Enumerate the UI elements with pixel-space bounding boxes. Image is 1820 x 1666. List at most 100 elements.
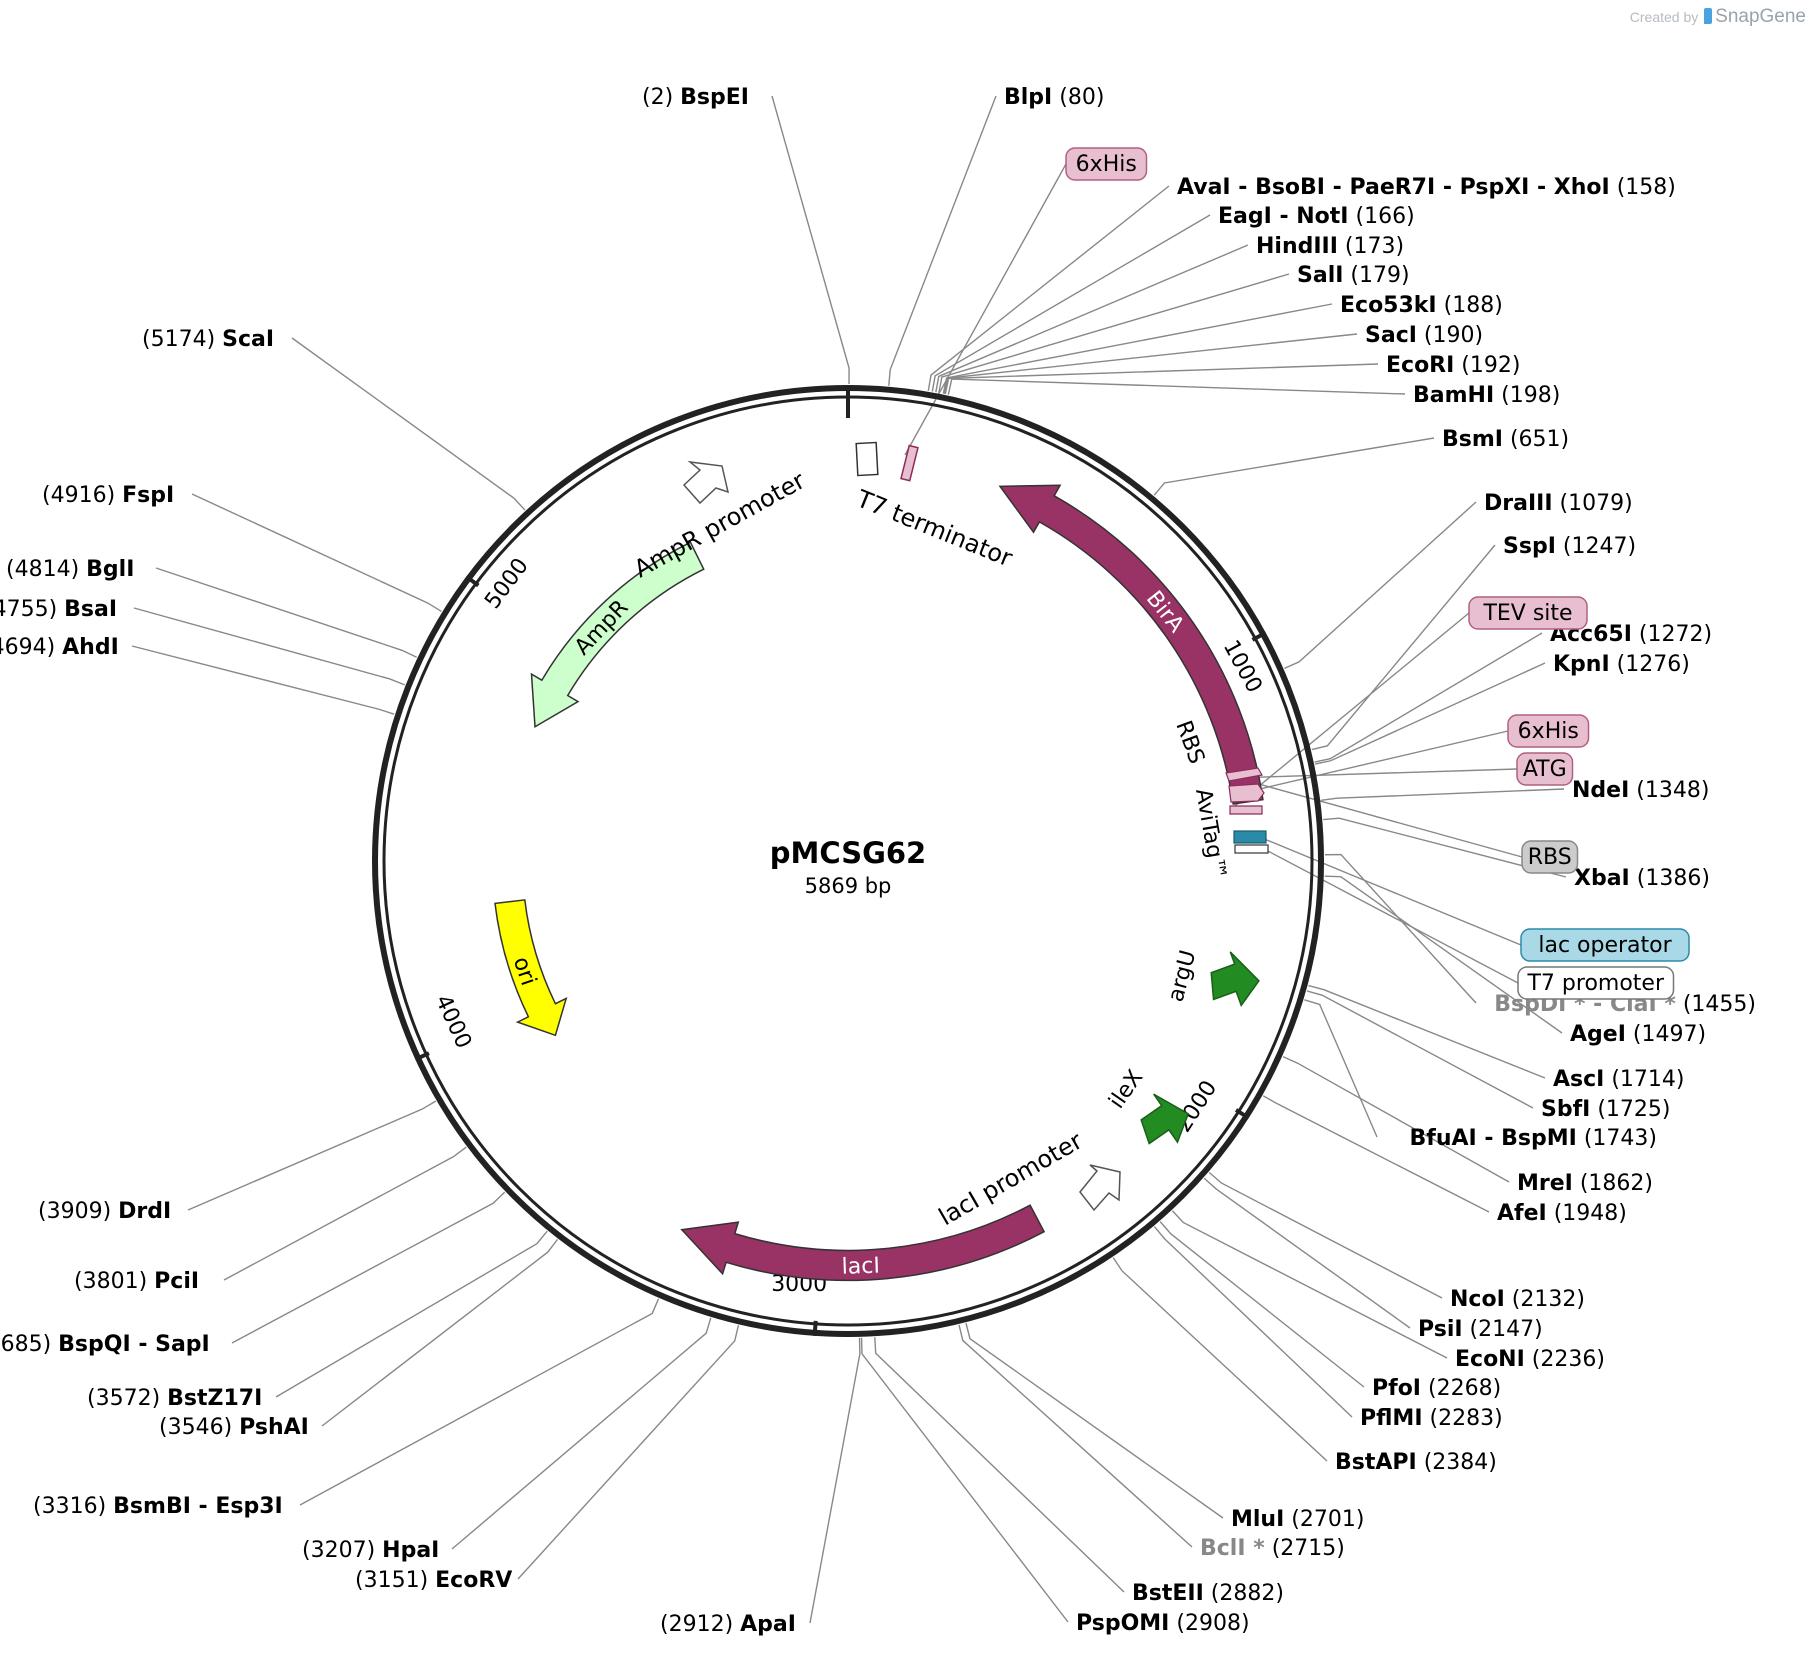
site-name: NdeI	[1572, 778, 1629, 803]
site-position: (1272)	[1632, 622, 1712, 647]
tag-label-box	[1507, 714, 1590, 748]
restriction-site-label: EcoNI (2236)	[1455, 1347, 1605, 1372]
plasmid-name: pMCSG62	[770, 836, 926, 870]
site-position: (5174)	[142, 327, 222, 352]
restriction-site-label: (3572) BstZ17I	[87, 1386, 262, 1411]
site-leader-line	[191, 493, 442, 613]
site-name: AscI	[1553, 1067, 1604, 1092]
restriction-site-label: MreI (1862)	[1517, 1171, 1653, 1196]
t7-terminator-label: T7 terminator	[852, 484, 1017, 572]
tag-leader-line	[1261, 837, 1522, 946]
site-leader-line	[1314, 662, 1546, 765]
site-name: BsmBI - Esp3I	[113, 1494, 283, 1519]
tag-leader-line	[904, 163, 1067, 456]
site-name: HindIII	[1256, 234, 1338, 259]
created-by-text: Created by	[1629, 9, 1699, 25]
site-position: (1276)	[1610, 652, 1690, 677]
tag-label-box	[1521, 840, 1579, 874]
site-leader-line	[1311, 544, 1496, 751]
site-position: (1247)	[1556, 534, 1636, 559]
ampr-arrow	[530, 541, 705, 729]
site-name: SspI	[1503, 534, 1556, 559]
site-position: (2384)	[1417, 1450, 1497, 1475]
site-name: EcoRV	[435, 1568, 512, 1593]
site-position: (3572)	[87, 1386, 167, 1411]
restriction-site-label: PfoI (2268)	[1372, 1376, 1501, 1401]
t7-promoter-box	[1234, 844, 1269, 854]
restriction-site-label: PflMI (2283)	[1360, 1406, 1503, 1431]
site-name: MreI	[1517, 1171, 1573, 1196]
restriction-site-label: (3801) PciI	[74, 1269, 199, 1294]
restriction-site-label: BlpI (80)	[1004, 85, 1104, 110]
site-position: (3316)	[33, 1494, 113, 1519]
tag-leader-line	[1233, 730, 1509, 796]
site-name: AfeI	[1497, 1201, 1547, 1226]
tick-label: 4000	[430, 991, 476, 1052]
restriction-site-label: AscI (1714)	[1553, 1067, 1685, 1092]
site-leader-line	[860, 1337, 1069, 1623]
site-name: FspI	[122, 483, 174, 508]
site-position: (3151)	[355, 1568, 435, 1593]
site-leader-line	[1159, 1221, 1365, 1388]
t7-terminator-box	[855, 441, 879, 477]
site-name: MluI	[1231, 1507, 1284, 1532]
restriction-site-label: (5174) ScaI	[142, 327, 274, 352]
site-name: BclI *	[1200, 1536, 1265, 1561]
site-leader-line	[131, 645, 395, 715]
site-name: EcoNI	[1455, 1347, 1525, 1372]
site-position: (2236)	[1525, 1347, 1605, 1372]
tick-mark	[1234, 1108, 1250, 1120]
site-leader-line	[1314, 632, 1543, 763]
restriction-site-label: BfuAI - BspMI (1743)	[1409, 1126, 1657, 1151]
site-position: (1455)	[1676, 992, 1756, 1017]
site-name: PshAI	[239, 1415, 309, 1440]
ilex-arrow	[1140, 1093, 1190, 1145]
site-leader-line	[935, 244, 1249, 393]
restriction-site-label: PspOMI (2908)	[1076, 1611, 1250, 1636]
site-position: (2268)	[1421, 1376, 1501, 1401]
site-leader-line	[1171, 1210, 1448, 1359]
site-leader-line	[1306, 990, 1534, 1109]
restriction-site-label: (3151) EcoRV	[355, 1568, 512, 1593]
tag-label-text: T7 promoter	[1526, 971, 1664, 996]
snapgene-logo-icon	[1704, 8, 1713, 24]
tev-site-box	[1229, 805, 1263, 815]
tick-mark	[465, 574, 480, 588]
restriction-site-label: EcoRI (192)	[1386, 353, 1520, 378]
tag-leader-line	[1231, 768, 1518, 779]
site-position: (1948)	[1547, 1201, 1627, 1226]
restriction-site-label: AgeI (1497)	[1570, 1022, 1706, 1047]
site-position: (1386)	[1630, 866, 1710, 891]
restriction-site-label: AvaI - BsoBI - PaeR7I - PspXI - XhoI (15…	[1177, 175, 1676, 200]
plasmid-length: 5869 bp	[805, 874, 892, 898]
site-name: SacI	[1365, 323, 1417, 348]
site-leader-line	[942, 303, 1333, 394]
site-leader-line	[291, 337, 526, 511]
site-name: BstZ17I	[167, 1386, 262, 1411]
restriction-site-label: BsmI (651)	[1442, 427, 1569, 452]
restriction-site-label: NdeI (1348)	[1572, 778, 1709, 803]
site-position: (4755)	[0, 597, 64, 622]
restriction-site-label: SalI (179)	[1297, 263, 1410, 288]
site-position: (1714)	[1604, 1067, 1684, 1092]
site-position: (2912)	[660, 1612, 740, 1637]
site-position: (651)	[1503, 427, 1569, 452]
tag-leader-line	[1229, 775, 1523, 858]
site-name: Eco53kI	[1340, 293, 1437, 318]
restriction-site-label: (4694) AhdI	[0, 635, 119, 660]
site-leader-line	[1262, 1095, 1490, 1213]
site-name: KpnI	[1553, 652, 1610, 677]
tag-label-text: ATG	[1523, 757, 1567, 782]
site-name: ScaI	[222, 327, 274, 352]
site-name: SalI	[1297, 263, 1343, 288]
his-tag-box	[1228, 783, 1265, 803]
snapgene-watermark: Created by SnapGene	[1630, 6, 1806, 28]
site-position: (190)	[1417, 323, 1483, 348]
restriction-site-label: BstEII (2882)	[1132, 1581, 1284, 1606]
site-leader-line	[223, 1146, 467, 1281]
site-name: AgeI	[1570, 1022, 1626, 1047]
site-position: (2908)	[1169, 1611, 1249, 1636]
site-name: PfoI	[1372, 1376, 1421, 1401]
